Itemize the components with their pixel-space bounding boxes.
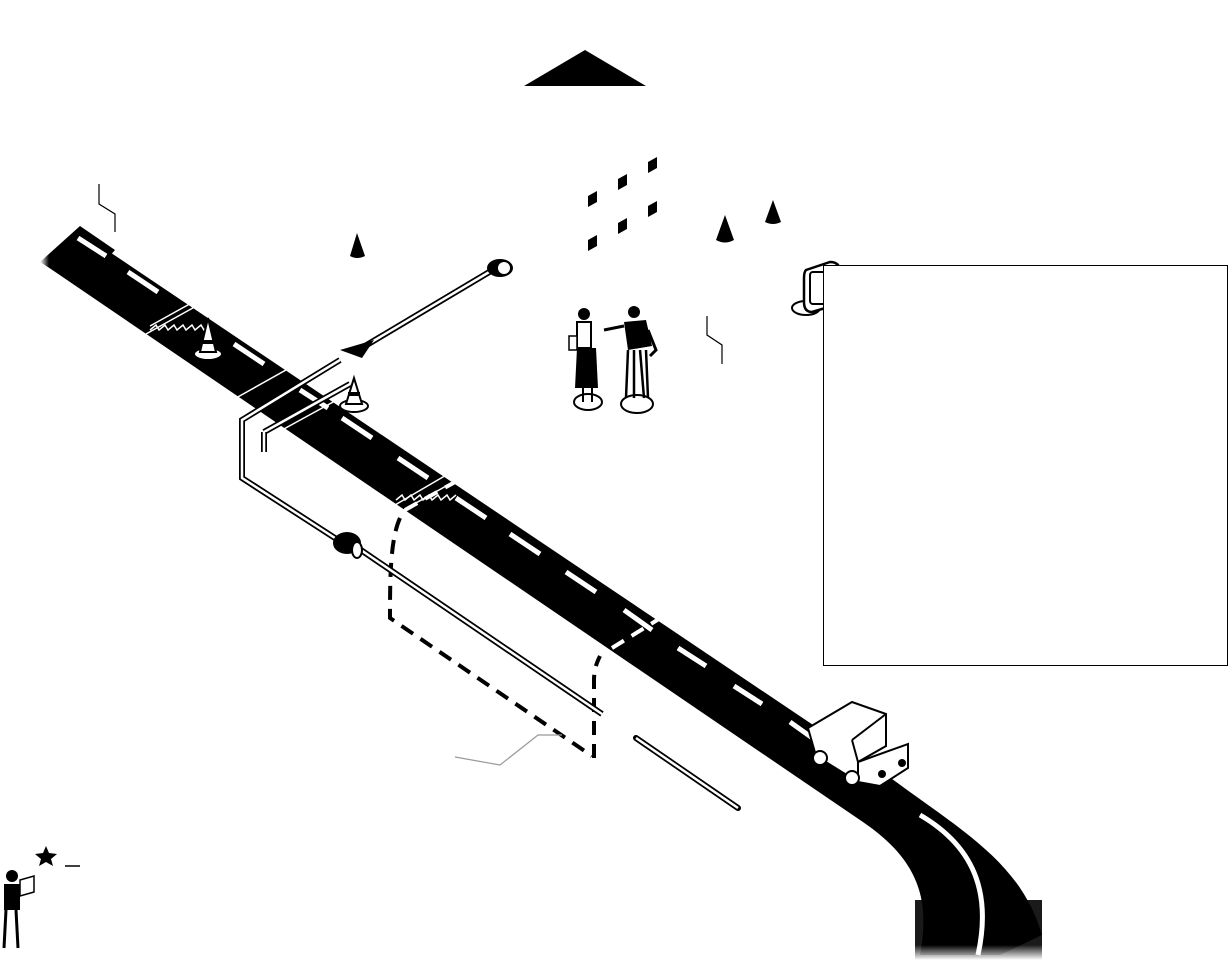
leader-line-mid (706, 316, 723, 364)
traffic-cone-icon (193, 317, 223, 361)
person-reading-icon (2, 870, 35, 949)
lane-marking-dashes (76, 235, 820, 745)
star-icon (35, 846, 57, 866)
north-arrow-icon (524, 50, 646, 86)
leader-line-top-left (98, 184, 116, 232)
survey-pole (340, 259, 513, 358)
info-panel (823, 265, 1228, 666)
leader-line-grey (454, 734, 562, 766)
traffic-cone-icon (339, 374, 369, 413)
pipe-coupling-icon (333, 532, 363, 559)
marker-grid (588, 157, 657, 251)
cone-marker-icon (350, 200, 781, 258)
conduit-pipe (239, 357, 741, 811)
excavation-zone-1 (145, 285, 223, 335)
direction-arrow-icon (340, 340, 374, 358)
person-icon (568, 308, 603, 411)
person-icon (603, 306, 658, 414)
car-icon (806, 700, 909, 788)
lane-marking-curve (918, 812, 985, 956)
road (40, 226, 1042, 960)
